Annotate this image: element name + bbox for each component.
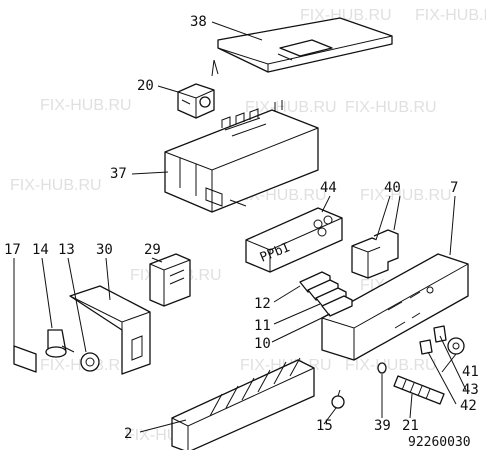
watermark-text: FIX-HUB.RU: [10, 177, 102, 194]
callout-29: 29: [144, 242, 161, 258]
callout-13: 13: [58, 242, 75, 258]
callout-39: 39: [374, 418, 391, 434]
callout-40: 40: [384, 180, 401, 196]
part-40-selector-switch: [351, 229, 399, 279]
part-37-control-housing: [164, 100, 319, 213]
part-12-10-pushbuttons: [299, 271, 353, 317]
callout-30: 30: [96, 242, 113, 258]
callout-21: 21: [402, 418, 419, 434]
part-42-clip: [419, 339, 433, 355]
leader-lines: [13, 21, 467, 433]
callout-17: 17: [4, 242, 21, 258]
part-41-cap: [447, 337, 465, 355]
watermark-text: FIX-HUB.RU: [300, 7, 392, 24]
part-29-mounting-bracket: [149, 253, 191, 307]
part-15-small-button: [331, 389, 345, 409]
part-39-pin: [377, 362, 387, 374]
callout-42: 42: [460, 398, 477, 414]
callout-14: 14: [32, 242, 49, 258]
watermark-layer: FIX-HUB.RU FIX-HUB.RU FIX-HUB.RU FIX-HUB…: [10, 7, 486, 444]
watermark-text: FIX-HUB.RU: [360, 187, 452, 204]
part-14-pilot-lamp: [45, 329, 75, 358]
part-30-bracket: [69, 285, 151, 375]
part-7-control-panel: [321, 253, 469, 361]
part-13-knob: [80, 352, 100, 372]
part-21-shaft: [393, 375, 445, 405]
watermark-text: FIX-HUB.RU: [40, 97, 132, 114]
watermark-text: FIX-HUB.RU: [345, 99, 437, 116]
part-44-switch-board: PPbI: [245, 207, 343, 273]
watermark-text: FIX-HUB.RU: [345, 357, 437, 374]
callout-41: 41: [462, 364, 479, 380]
callout-20: 20: [137, 78, 154, 94]
part-20-timer-motor: [177, 59, 219, 119]
callouts: 38 20 37 44 40 7 17 14 13 30 29 12 11 10…: [4, 14, 479, 442]
watermark-text: FIX-HUB.RU: [415, 7, 486, 24]
part-38-cover-plate: [217, 17, 393, 73]
callout-10: 10: [254, 336, 271, 352]
part-2-front-panel: [171, 357, 315, 450]
callout-43: 43: [462, 382, 479, 398]
watermark-text: FIX-HUB.RU: [245, 99, 337, 116]
callout-37: 37: [110, 166, 127, 182]
callout-11: 11: [254, 318, 271, 334]
drawing-code: 92260030: [408, 435, 471, 450]
callout-44: 44: [320, 180, 337, 196]
callout-7: 7: [450, 180, 458, 196]
callout-2: 2: [124, 426, 132, 442]
callout-12: 12: [254, 296, 271, 312]
callout-38: 38: [190, 14, 207, 30]
callout-15: 15: [316, 418, 333, 434]
part-43-clip: [433, 325, 447, 343]
part-17-plate: [13, 345, 37, 373]
